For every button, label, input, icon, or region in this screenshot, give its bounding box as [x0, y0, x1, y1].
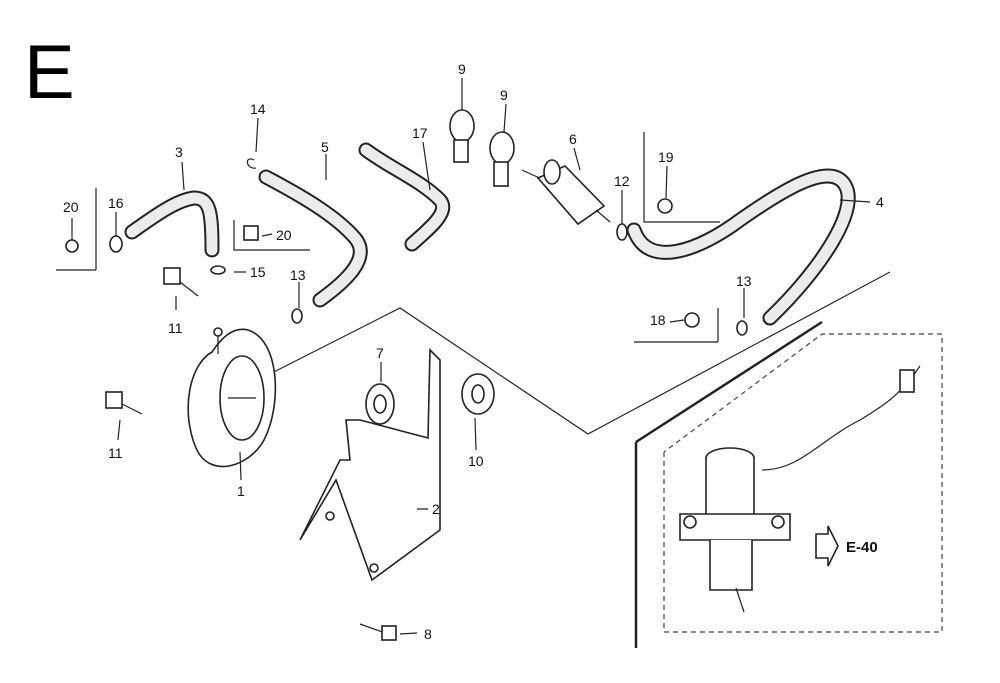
label-7: 7 [376, 345, 384, 361]
bolt-8[interactable] [359, 623, 397, 641]
clip-15[interactable] [210, 265, 226, 275]
label-11a: 11 [168, 320, 183, 336]
reference-arrow [815, 525, 839, 567]
bracket-2[interactable] [299, 348, 441, 582]
clip-18[interactable] [634, 308, 719, 343]
clip-13a[interactable] [291, 308, 303, 324]
label-3: 3 [175, 144, 183, 160]
label-10: 10 [468, 453, 484, 469]
label-14: 14 [250, 101, 266, 117]
label-9b: 9 [500, 87, 508, 103]
clip-19[interactable] [643, 132, 720, 223]
section-letter: E [24, 30, 75, 115]
bolt-11a[interactable] [163, 267, 199, 297]
clip-14[interactable] [246, 158, 257, 169]
label-17: 17 [412, 125, 428, 141]
label-9a: 9 [458, 61, 466, 77]
bolt-11b[interactable] [105, 391, 143, 415]
clamp-9b[interactable] [489, 131, 515, 187]
label-6: 6 [569, 131, 577, 147]
hose-17[interactable] [358, 142, 451, 252]
label-13a: 13 [290, 267, 306, 283]
pump-dashed-box [663, 333, 943, 633]
clip-13b[interactable] [736, 320, 748, 336]
reference-label-e40: E-40 [846, 539, 878, 556]
pump-frame-top [635, 320, 823, 444]
grommet-7[interactable] [365, 383, 395, 425]
label-1: 1 [237, 483, 245, 499]
label-20b: 20 [276, 227, 292, 243]
fuel-filter-6[interactable] [521, 159, 611, 226]
fuel-pump-1[interactable] [187, 327, 277, 468]
label-15: 15 [250, 264, 266, 280]
hose-4[interactable] [626, 168, 856, 326]
label-5: 5 [321, 139, 329, 155]
label-16: 16 [108, 195, 124, 211]
electric-fuel-pump[interactable] [679, 365, 921, 613]
clip-20b[interactable] [233, 220, 310, 251]
hose-3[interactable] [124, 190, 220, 258]
hose-5[interactable] [258, 169, 368, 308]
label-4: 4 [876, 194, 884, 210]
frame-line [261, 271, 891, 435]
grommet-10[interactable] [461, 373, 495, 415]
label-19: 19 [658, 149, 674, 165]
label-12: 12 [614, 173, 630, 189]
clip-16[interactable] [109, 235, 123, 253]
label-18: 18 [650, 312, 666, 328]
clamp-9a[interactable] [449, 109, 475, 163]
label-2: 2 [432, 501, 440, 517]
label-20a: 20 [63, 199, 79, 215]
label-13b: 13 [736, 273, 752, 289]
label-8: 8 [424, 626, 432, 642]
clip-20a[interactable] [56, 188, 97, 271]
leader-lines [71, 78, 871, 635]
clip-12[interactable] [616, 223, 628, 241]
label-11b: 11 [108, 445, 123, 461]
